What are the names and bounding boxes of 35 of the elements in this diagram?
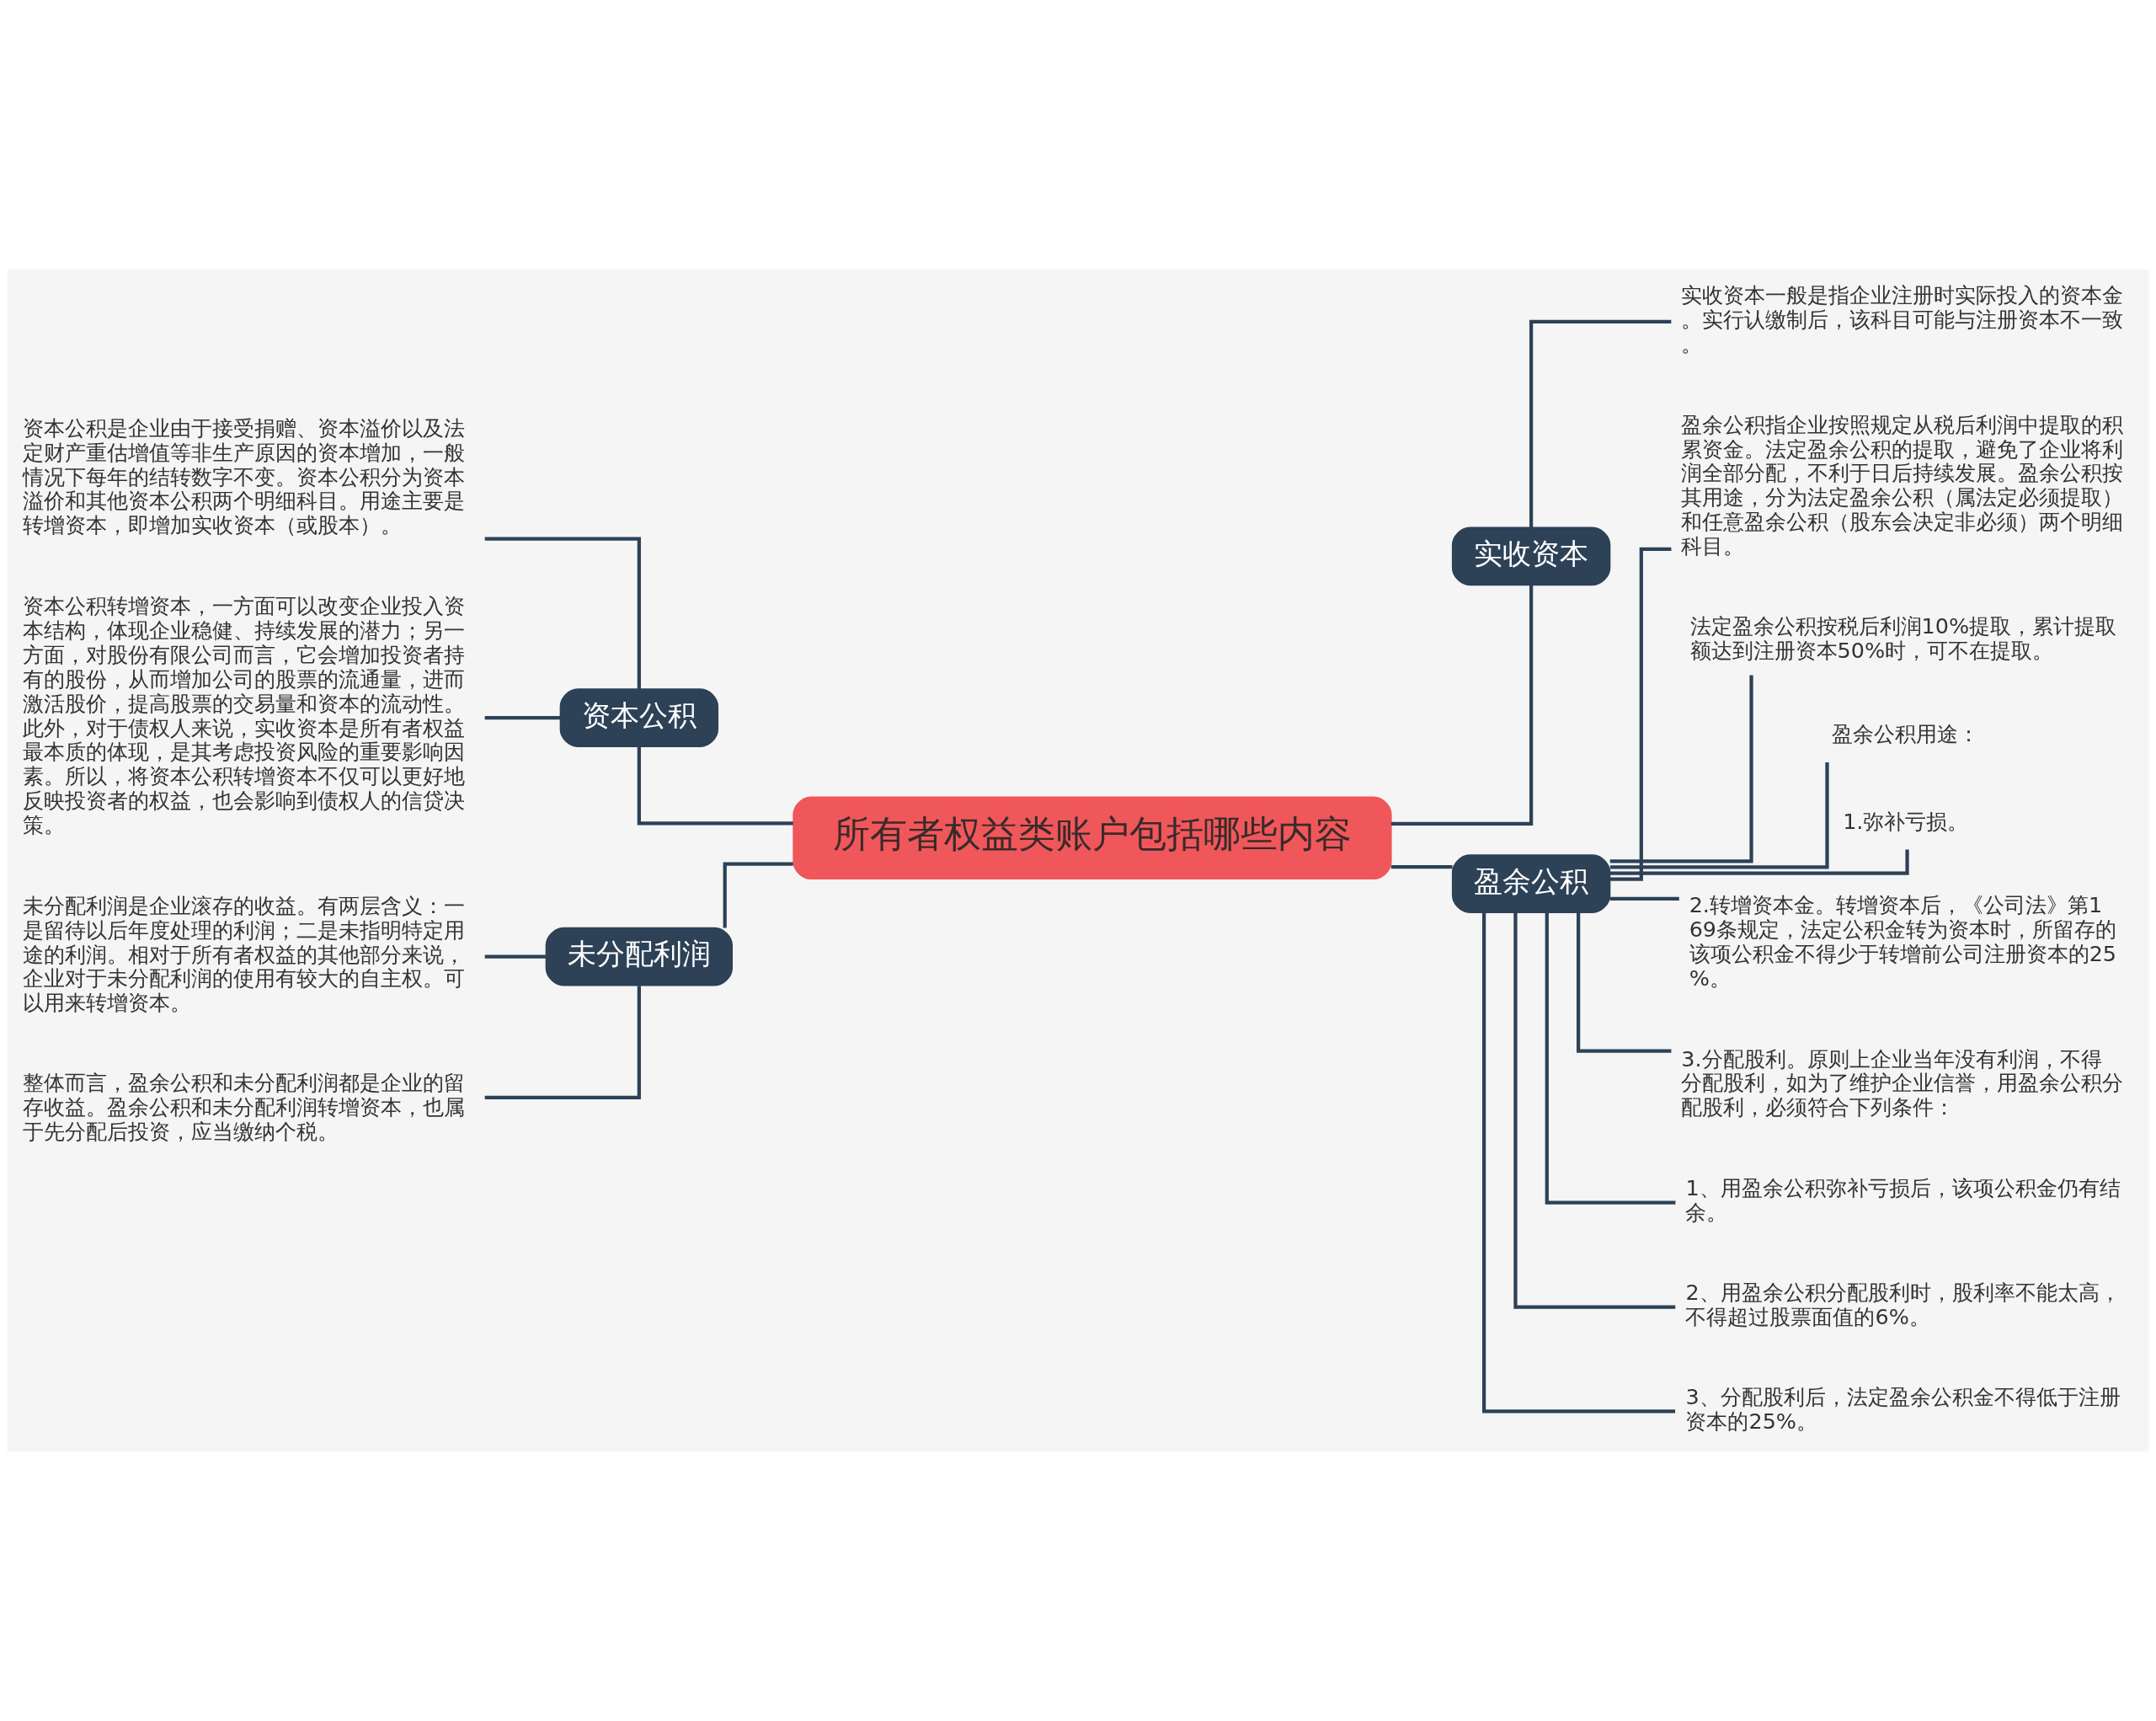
- node-text: 2、用盈余公积分配股利时，股利率不能太高，不得超过股票面值的6%。: [1685, 1280, 2121, 1329]
- connector: [1609, 762, 1829, 869]
- connector: [1482, 912, 1676, 1414]
- node-box: 实收资本: [1451, 526, 1611, 586]
- node-text: 未分配利润是企业滚存的收益。有两层含义：一是留待以后年度处理的利润；二是未指明特定用途的利润。相对于所有者权益的其他部分来说，企业对于未分配利润的使用有较大的自主权。可以用来转增资本。: [23, 892, 466, 1016]
- connector: [723, 862, 793, 928]
- connector: [637, 746, 793, 826]
- node-box: 资本公积: [559, 688, 719, 747]
- connector: [1609, 896, 1679, 901]
- node-text: 盈余公积指企业按照规定从税后利润中提取的积累资金。法定盈余公积的提取，避免了企业将利润全部分配，不利于日后持续发展。盈余公积按其用途，分为法定盈余公积（属法定必须提取）和任意盈余公积（股东会决定非必须）两个明细科目。: [1681, 411, 2124, 559]
- connector: [1513, 912, 1676, 1309]
- connector: [484, 954, 547, 959]
- connector: [1545, 912, 1676, 1205]
- connector: [1390, 865, 1453, 869]
- node-text: 整体而言，盈余公积和未分配利润都是企业的留存收益。盈余公积和未分配利润转增资本，也属于先分配后投资，应当缴纳个税。: [23, 1070, 466, 1145]
- node-box: 未分配利润: [545, 927, 734, 986]
- node-text: 法定盈余公积按税后利润10%提取，累计提取额达到注册资本50%时，可不在提取。: [1689, 613, 2117, 663]
- node-text: 3、分配股利后，法定盈余公积金不得低于注册资本的25%。: [1685, 1383, 2121, 1434]
- node-text: 资本公积是企业由于接受捐赠、资本溢价以及法定财产重估增值等非生产原因的资本增加，一般情况下每年的结转数字不变。资本公积分为资本溢价和其他资本公积两个明细科目。用途主要是转增资本，即增加实收资本（或股本）。: [23, 414, 466, 538]
- node-text: 实收资本一般是指企业注册时实际投入的资本金。实行认缴制后，该科目可能与注册资本不一致。: [1681, 282, 2124, 356]
- node-text: 盈余公积用途：: [1831, 721, 1979, 747]
- node-text: 资本公积转增资本，一方面可以改变企业投入资本结构，体现企业稳健、持续发展的潜力；另一方面，对股份有限公司而言，它会增加投资者持有的股份，从而增加公司的股票的流通量，进而激活股价，提高股票的交易量和资本的流动性。此外，对于债权人来说，实收资本是所有者权益最本质的体现，是其考虑投资风险的重要影响因素。所以，将资本公积转增资本不仅可以更好地反映投资者的权益，也会影响到债权人的信贷决策。: [23, 593, 466, 837]
- node-box: 所有者权益类账户包括哪些内容: [792, 796, 1392, 879]
- node-text: 1、用盈余公积弥补亏损后，该项公积金仍有结余。: [1685, 1175, 2121, 1225]
- connector: [1609, 675, 1753, 863]
- connector: [1390, 585, 1534, 826]
- node-text: 1.弥补亏损。: [1843, 808, 1969, 834]
- node-text: 2.转增资本金。转增资本后，《公司法》第169条规定，法定公积金转为资本时，所留存的该项公积金不得少于转增前公司注册资本的25%。: [1689, 892, 2117, 991]
- connector: [1529, 319, 1672, 528]
- connector: [1577, 912, 1672, 1053]
- connector: [484, 537, 641, 689]
- connector: [484, 716, 561, 720]
- connector: [484, 986, 641, 1099]
- node-box: 盈余公积: [1451, 854, 1611, 913]
- node-text: 3.分配股利。原则上企业当年没有利润，不得分配股利，如为了维护企业信誉，用盈余公积分配股利，必须符合下列条件：: [1681, 1045, 2124, 1120]
